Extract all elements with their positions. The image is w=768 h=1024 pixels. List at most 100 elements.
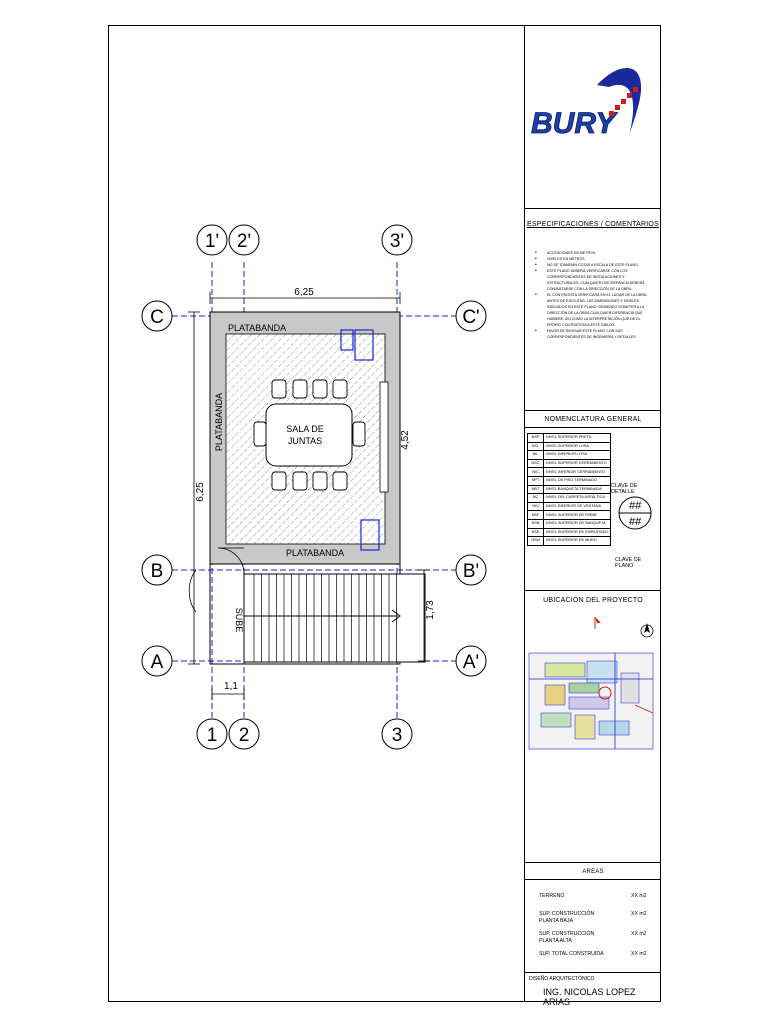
dimension-room-depth: 4,52 [400, 430, 411, 450]
designer-name: ING. NICOLAS LOPEZ ARIAS [543, 987, 636, 1007]
nomenclature-code: NC [527, 493, 544, 503]
nomenclature-description: NIVEL SUPERIOR DE BANQUETA [542, 518, 612, 529]
location-map [528, 617, 654, 750]
stair [188, 547, 426, 665]
plan-key-number: ## [629, 516, 642, 528]
grid-label-bottom-1: 1 [207, 725, 218, 746]
drawing-sheet-frame [108, 25, 661, 1002]
nomenclature-title: NOMENCLATURA GENERAL [544, 416, 642, 423]
spec-note: ACOTACIONES EN METROS. [535, 250, 655, 256]
dimension-lines [188, 292, 430, 700]
nomenclature-description: NIVEL SUPERIOR DE EMPASTADO [542, 527, 612, 538]
area-label: SUP. CONSTRUCCIÓN PLANTA BAJA [539, 911, 595, 924]
grid-label-left-c: C [150, 307, 164, 328]
nomenclature-code: NSM [527, 536, 544, 546]
spec-note: FAVOR DE REVISAR ESTE PLANO CON SUS CORR… [535, 328, 655, 340]
grid-label-bottom-2: 2 [239, 725, 250, 746]
logo-swoosh [597, 67, 642, 135]
title-block: BURY ESPECIFICACIONES / COMENTARIOS ACOT… [524, 25, 661, 1007]
specifications-notes: ACOTACIONES EN METROS. NIVELES EN METROS… [525, 250, 661, 340]
areas-title: AREAS [582, 869, 604, 875]
grid-labels: 1' 2' 3' 1 2 3 C B A C' B' A' [150, 231, 480, 746]
stair-up-label: SUBE [234, 608, 244, 633]
grid-label-top-3: 3' [390, 231, 404, 252]
dimension-stair-width: 1,1 [224, 681, 238, 692]
nomenclature-description: NIVEL BANQUETA TERMINADA [542, 484, 612, 495]
nomenclature-description: NIVEL DE PISO TERMINADO [542, 475, 612, 486]
nomenclature-code: NPT [527, 475, 544, 486]
room-name-line2: JUNTAS [288, 436, 322, 446]
spec-note: EL CONTRATISTA VERIFICARÁ EN EL LUGAR DE… [535, 292, 655, 328]
platabanda-left-label: PLATABANDA [214, 393, 224, 451]
area-label: SUP. CONSTRUCCIÓN PLANTA ALTA [539, 931, 595, 944]
specifications-section: ESPECIFICACIONES / COMENTARIOS ACOTACION… [525, 208, 661, 410]
nomenclature-description: NIVEL DEL CARPETA ASFÁLTICA [542, 493, 612, 503]
grid-label-left-a: A [151, 652, 164, 673]
nomenclature-description: NIVEL SUPERIOR LOSA [542, 441, 612, 452]
detail-key-symbol: ## ## [618, 496, 652, 530]
dimension-height-left: 6,25 [195, 482, 206, 502]
areas-section: AREAS TERRENO XX m2 SUP. CONSTRUCCIÓN PL… [525, 862, 661, 972]
logo-dots [609, 87, 638, 116]
grid-label-right-c: C' [462, 307, 479, 328]
detail-key-label: CLAVE DE DETALLE [611, 483, 638, 495]
grid-label-right-a: A' [463, 652, 479, 673]
nomenclature-code: NSF [527, 510, 544, 520]
equipment-marks [340, 329, 380, 551]
nomenclature-code: NSB [527, 518, 544, 529]
nomenclature-description: NIVEL INFERIOR DE VENTANA [542, 501, 612, 512]
grid-bubbles [141, 224, 487, 750]
grid-label-left-b: B [151, 561, 164, 582]
nomenclature-code: NSP [527, 433, 544, 443]
conference-table [253, 379, 366, 491]
area-value: XX m2 [631, 893, 647, 899]
dimension-width-top: 6,25 [294, 287, 314, 298]
nomenclature-code: NIL [527, 450, 544, 460]
area-value: XX m2 [631, 951, 647, 957]
company-logo: BURY [531, 67, 642, 140]
nomenclature-code: NSL [527, 441, 544, 452]
spec-note: NIVELES EN METROS. [535, 256, 655, 262]
detail-key-number: ## [629, 500, 642, 512]
platabanda-top-label: PLATABANDA [228, 323, 286, 333]
location-title: UBICACIÓN DEL PROYECTO [543, 597, 643, 604]
dimension-stair-depth: 1,73 [425, 600, 436, 620]
room-labels: PLATABANDA PLATABANDA PLATABANDA SALA DE… [214, 323, 344, 632]
dimension-texts: 6,25 6,25 4,52 1,73 1,1 [195, 287, 436, 692]
nomenclature-description: NIVEL SUPERIOR DE FIRME [542, 510, 612, 520]
specifications-title: ESPECIFICACIONES / COMENTARIOS [527, 221, 659, 228]
nomenclature-description: NIVEL SUPERIOR PRETIL [542, 433, 612, 443]
platabanda-bottom-label: PLATABANDA [286, 548, 344, 558]
nomenclature-code: NIV [527, 501, 544, 512]
nomenclature-code: NSC [527, 458, 544, 469]
nomenclature-description: NIVEL SUPERIOR CERRAMIENTO [542, 458, 612, 469]
logo-section: BURY [525, 25, 661, 208]
area-label: SUP. TOTAL CONSTRUIDA [539, 951, 604, 957]
grid-label-top-2: 2' [237, 231, 251, 252]
spec-note: NO SE TOMARÁN COTAS A ESCALA DE ESTE PLA… [535, 262, 655, 268]
nomenclature-description: NIVEL INFERIOR LOSA [542, 450, 612, 460]
nomenclature-code: NIC [527, 467, 544, 477]
grid-label-top-1: 1' [205, 231, 219, 252]
nomenclature-code: NSE [527, 527, 544, 538]
grid-label-right-b: B' [463, 561, 479, 582]
nomenclature-code: NBT [527, 484, 544, 495]
area-label: TERRENO [539, 893, 565, 899]
plan-key-label: CLAVE DE PLANO [615, 557, 642, 569]
spec-note: ESTE PLANO DEBERÁ VERIFICARSE CON LOS CO… [535, 268, 655, 292]
